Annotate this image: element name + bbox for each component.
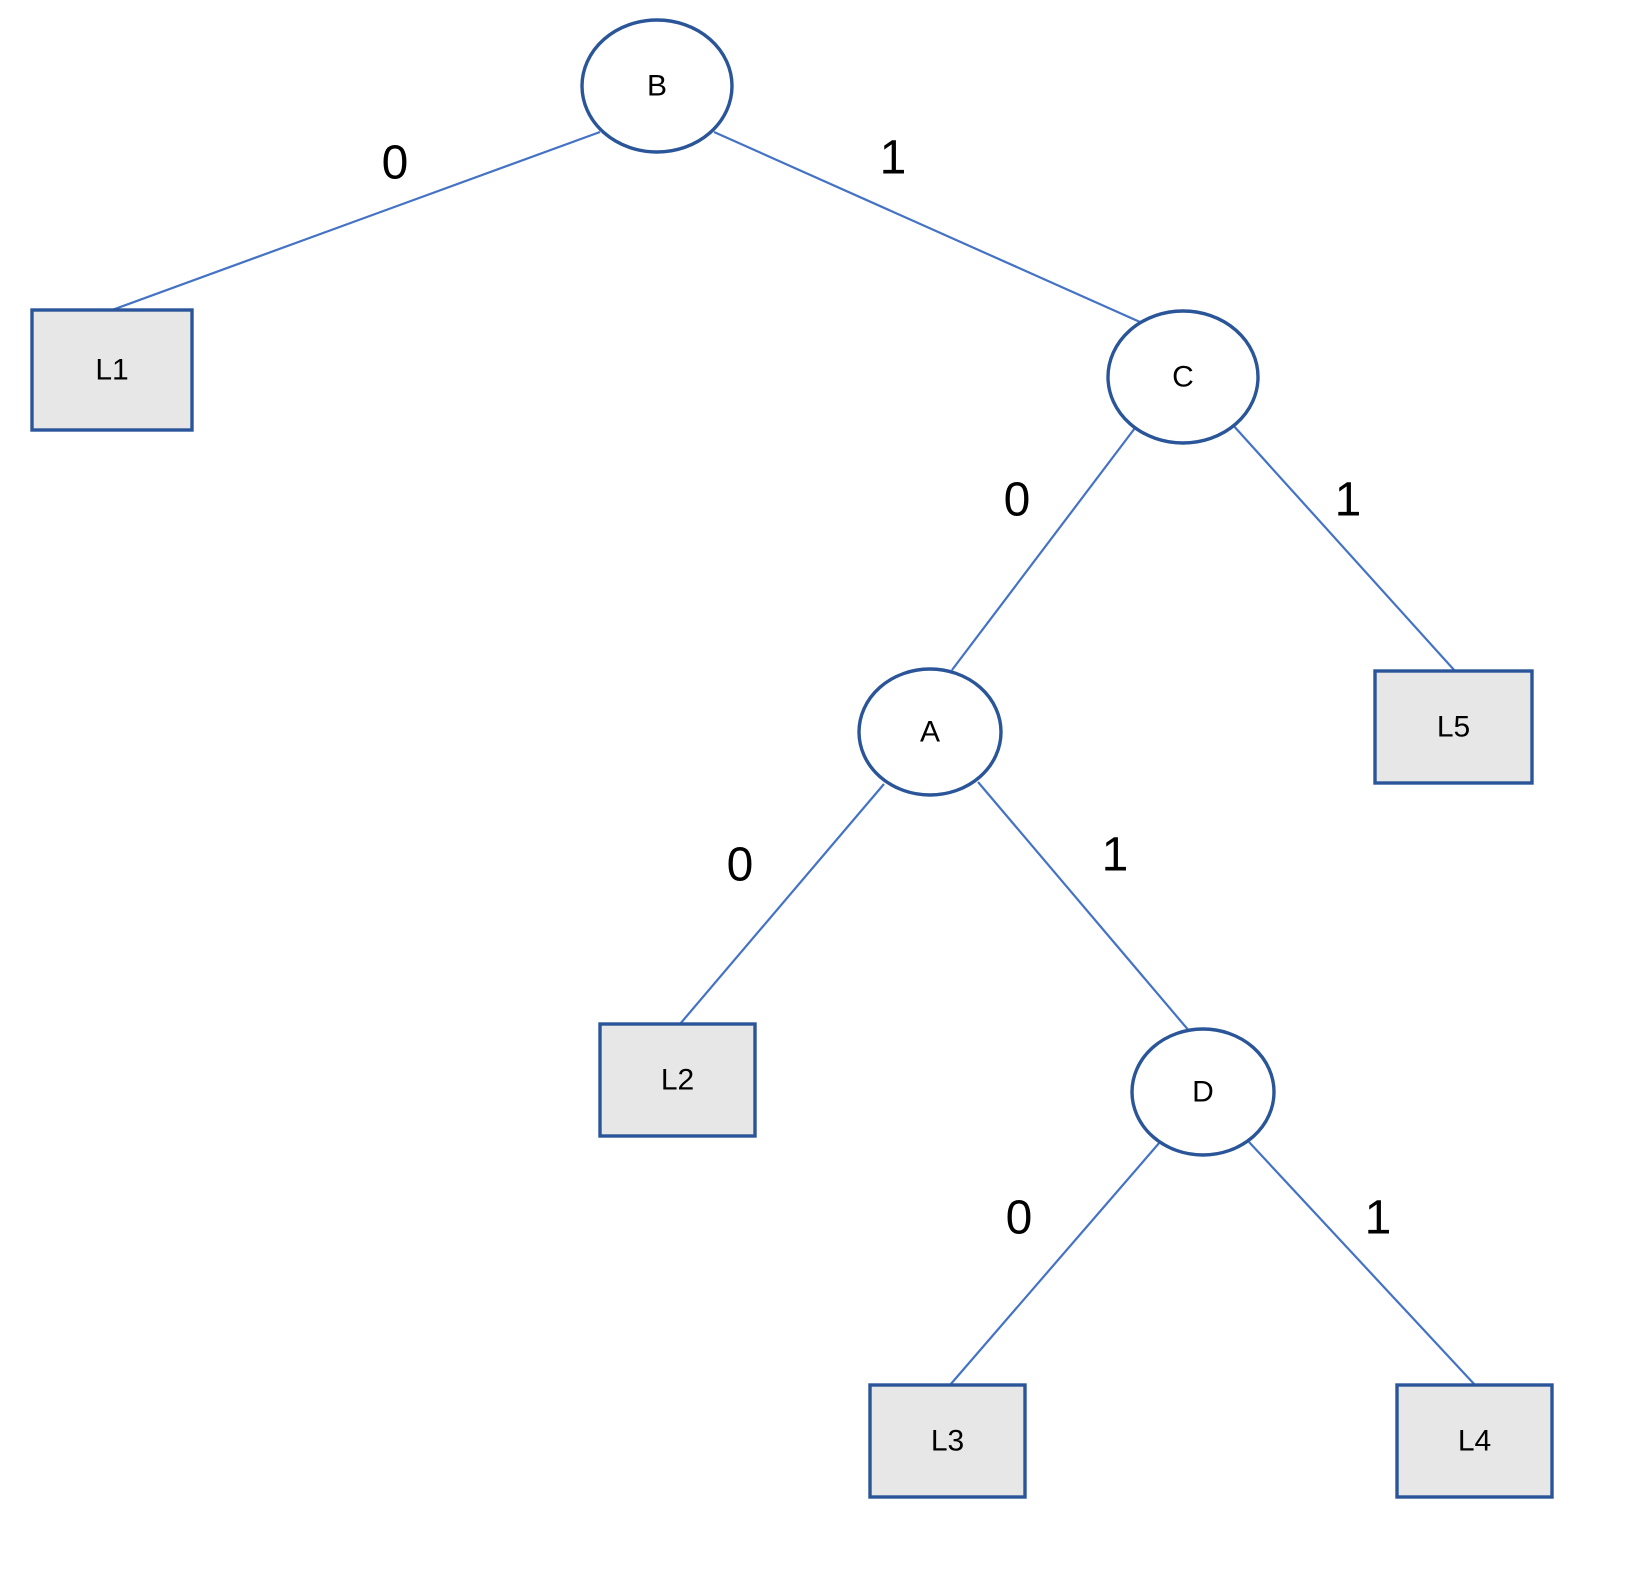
leaf-node-label: L4 [1458, 1425, 1491, 1458]
circle-shape [1130, 1027, 1276, 1157]
edge-label-d-l4: 1 [1365, 1192, 1392, 1245]
box-shape [1395, 1383, 1554, 1499]
circle-shape [580, 18, 734, 154]
edge-label-a-l2: 0 [727, 839, 754, 892]
decision-node-label: C [1172, 361, 1194, 394]
decision-node-b[interactable]: B [580, 18, 734, 154]
leaf-node-l3[interactable]: L3 [868, 1383, 1027, 1499]
decision-node-label: B [647, 70, 667, 103]
leaf-node-label: L3 [931, 1425, 964, 1458]
edge-b-to-l1 [111, 130, 601, 312]
edge-b-to-c [713, 130, 1141, 324]
leaf-node-l2[interactable]: L2 [598, 1022, 757, 1138]
box-shape [1373, 669, 1534, 785]
circle-shape [857, 667, 1003, 797]
leaf-node-label: L5 [1437, 711, 1470, 744]
edge-label-c-a: 0 [1004, 474, 1031, 527]
box-shape [30, 308, 194, 432]
decision-node-label: D [1192, 1076, 1214, 1109]
leaf-node-l5[interactable]: L5 [1373, 669, 1534, 785]
edge-labels-layer: 0 1 0 1 0 1 0 1 [382, 132, 1392, 1245]
edge-label-c-l5: 1 [1335, 474, 1362, 527]
decision-node-a[interactable]: A [857, 667, 1003, 797]
edge-label-b-l1: 0 [382, 137, 409, 190]
edge-c-to-l5 [1231, 423, 1456, 672]
edge-d-to-l4 [1248, 1141, 1476, 1386]
edge-a-to-d [977, 781, 1191, 1033]
leaf-node-l1[interactable]: L1 [30, 308, 194, 432]
box-shape [868, 1383, 1027, 1499]
decision-node-label: A [920, 716, 940, 749]
edge-label-b-c: 1 [880, 132, 907, 185]
edges-layer [111, 130, 1476, 1386]
circle-shape [1106, 309, 1260, 445]
decision-node-c[interactable]: C [1106, 309, 1260, 445]
edge-a-to-l2 [679, 783, 885, 1025]
box-shape [598, 1022, 757, 1138]
edge-d-to-l3 [949, 1141, 1161, 1386]
leaf-node-label: L1 [95, 354, 128, 387]
edge-c-to-a [951, 423, 1139, 671]
edge-label-d-l3: 0 [1006, 1192, 1033, 1245]
leaf-node-l4[interactable]: L4 [1395, 1383, 1554, 1499]
decision-node-d[interactable]: D [1130, 1027, 1276, 1157]
edge-label-a-d: 1 [1102, 829, 1129, 882]
leaf-node-label: L2 [661, 1064, 694, 1097]
